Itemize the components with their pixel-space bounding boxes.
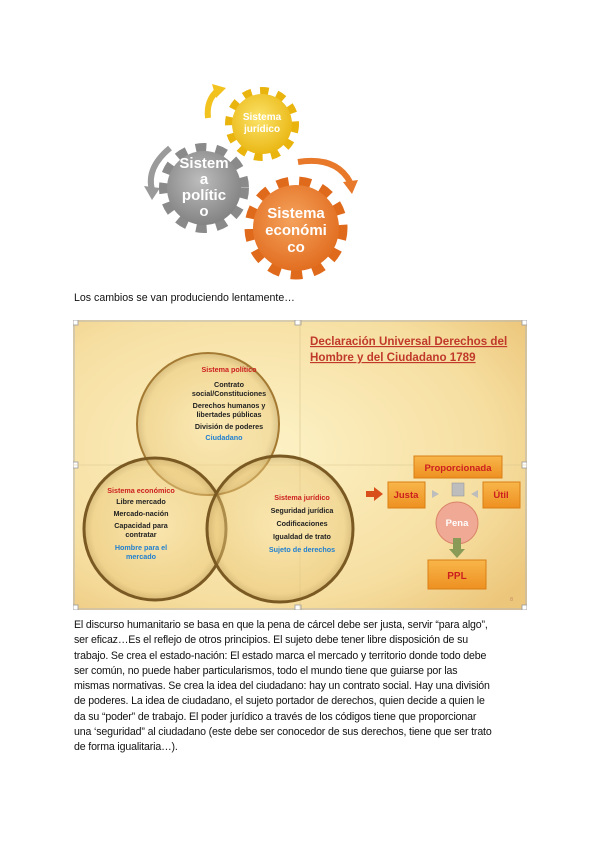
body-line: El discurso humanitario se basa en que l… [74,619,488,631]
cycle-arrow-left-head [144,186,160,200]
juridico-footer: Sujeto de derechos [269,545,335,554]
cycle-arrow-top-head [212,84,226,98]
cycle-arrow-right-head [343,180,358,194]
body-line: trabajo. Se crea el estado-nación: El es… [74,649,487,662]
flow-arrow-right-icon [366,487,383,501]
economico-item-3: Capacidad para [114,521,169,530]
body-line: de poderes. La idea de ciudadano, el suj… [74,695,485,708]
body-line: ser eficaz…Es el reflejo de otros princi… [74,634,468,647]
box-ppl [427,559,487,590]
box-ppl-label: PPL [447,571,466,582]
gear-economico-label-2: económi [265,222,327,239]
body-paragraph: El discurso humanitario se basa en que l… [74,618,526,756]
body-line: da su “poder” de trabajo. El poder juríd… [74,710,477,723]
slide-title-line-2: Hombre y del Ciudadano 1789 [310,351,476,364]
box-justa [387,481,426,509]
arrow-left-small-icon [471,490,478,498]
politico-item-4: libertades públicas [196,410,261,419]
arrow-down-top-icon [451,482,465,497]
venn-circle-juridico [205,454,355,604]
body-line: de forma igualitaria…). [74,741,178,754]
gear-politico-label-1: Sistem [179,155,228,172]
body-line: mismas normativas. Se crea la idea del c… [74,680,490,693]
gear-juridico-label-1: Sistema [243,112,282,123]
cycle-arrow-right [297,158,353,184]
economico-item-4: contratar [125,530,156,539]
slide-page-number: 8 [510,597,513,603]
politico-item-1: Contrato [214,380,245,389]
body-line: una ‘seguridad” al ciudadano (este debe … [74,726,492,739]
politico-item-3: Derechos humanos y [193,401,266,410]
cycle-arrow-left [147,145,172,191]
economico-item-2: Mercado-nación [113,509,168,518]
slide-canvas: Declaración Universal Derechos del Hombr… [72,319,528,611]
economico-footer-1: Hombre para el [115,543,167,552]
box-proporcionada-label: Proporcionada [424,463,492,474]
economico-footer-2: mercado [126,552,157,561]
gear-politico-label-3: polític [182,187,226,204]
politico-item-5: División de poderes [195,422,263,431]
slide-image: Declaración Universal Derechos del Hombr… [72,319,528,611]
caption-text: Los cambios se van produciendo lentament… [74,292,295,304]
gear-economico-label-1: Sistema [267,205,325,222]
gear-juridico: Sistema jurídico [225,87,299,161]
gears-diagram: Sistema jurídico Sistem a polític o Sist… [144,84,358,280]
juridico-heading: Sistema jurídico [274,493,330,502]
arrow-right-small-icon [432,490,439,498]
gear-politico: Sistem a polític o [159,143,249,233]
economico-item-1: Libre mercado [116,497,166,506]
box-util-label: Útil [493,489,508,501]
gear-economico: Sistema económi co [244,176,348,280]
slide-title-line-1: Declaración Universal Derechos del [310,335,507,348]
box-proporcionada [413,455,503,479]
juridico-item-1: Seguridad jurídica [271,506,335,515]
box-justa-label: Justa [394,490,420,501]
economico-heading: Sistema económico [107,486,175,495]
juridico-item-3: Igualdad de trato [273,532,332,541]
pena-label: Pena [446,518,469,529]
gear-politico-label-4: o [199,203,208,220]
gear-economico-label-3: co [287,239,305,256]
juridico-item-2: Codificaciones [276,519,327,528]
politico-heading: Sistema político [201,365,257,374]
politico-footer: Ciudadano [205,433,243,442]
arrow-down-icon [449,538,465,558]
gear-juridico-label-2: jurídico [243,124,280,135]
gear-politico-label-2: a [200,171,209,188]
box-util [482,481,521,509]
body-line: ser común, no puede haber particularismo… [74,664,458,677]
politico-item-2: social/Constituciones [192,389,266,398]
